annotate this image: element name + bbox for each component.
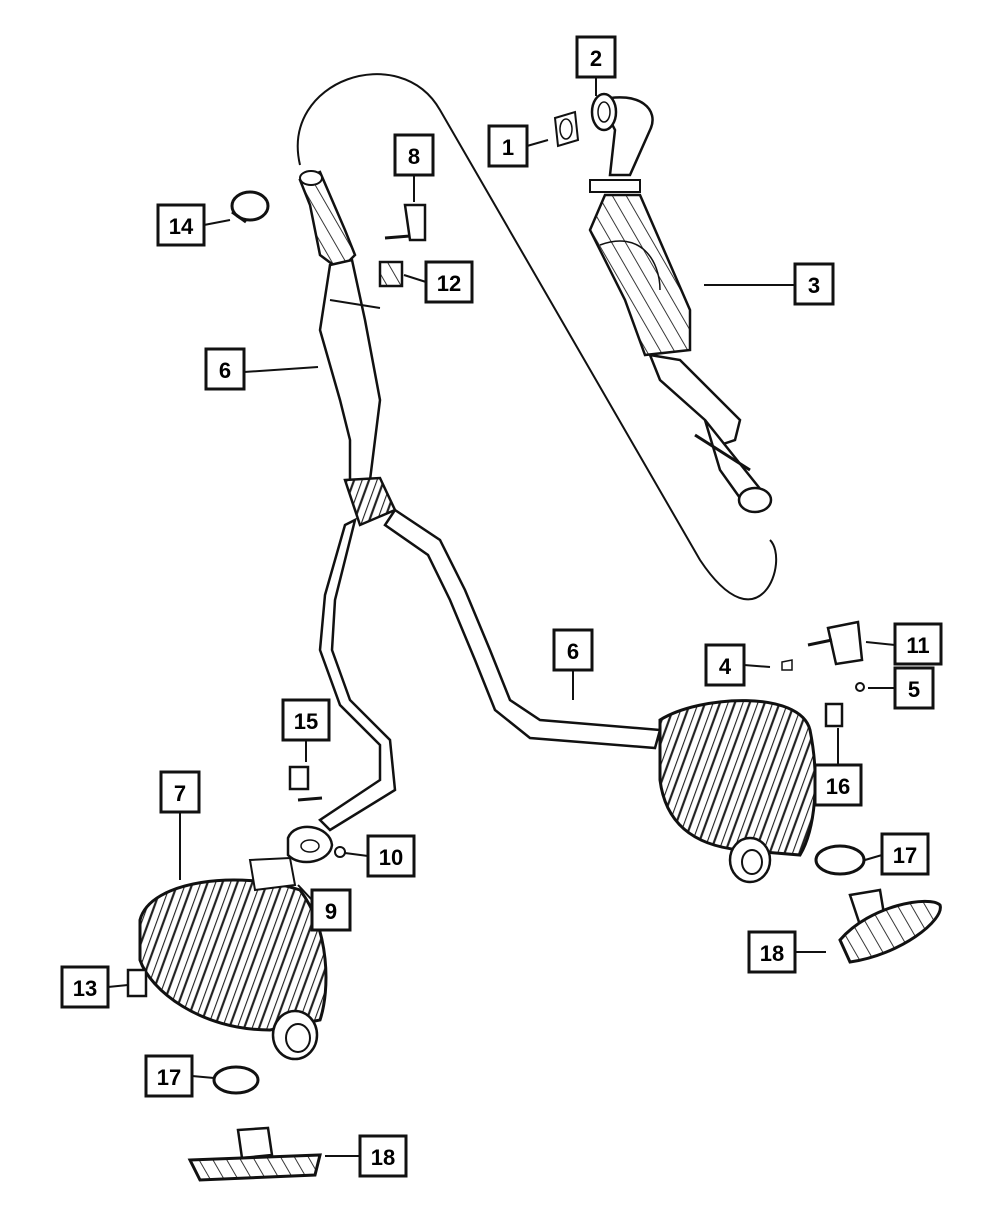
- svg-text:3: 3: [808, 273, 820, 298]
- nut-part-10: [334, 846, 346, 858]
- svg-text:18: 18: [371, 1145, 395, 1170]
- exhaust-tip-part-18-upper: [838, 888, 942, 964]
- callout-9: 9: [310, 888, 352, 932]
- callout-1: 1: [487, 124, 529, 168]
- svg-text:10: 10: [379, 845, 403, 870]
- gasket-part-1: [553, 110, 580, 148]
- leader-lines: [107, 77, 896, 1157]
- svg-text:18: 18: [760, 941, 784, 966]
- callout-12: 12: [424, 260, 474, 304]
- svg-text:9: 9: [325, 899, 337, 924]
- callout-8: 8: [393, 133, 435, 177]
- bracket-part-8: [384, 203, 427, 242]
- callout-5: 5: [893, 666, 935, 710]
- svg-text:17: 17: [893, 843, 917, 868]
- callout-6-upper: 6: [204, 347, 246, 391]
- callout-15: 15: [281, 698, 331, 742]
- callout-4: 4: [704, 643, 746, 687]
- svg-text:6: 6: [219, 358, 231, 383]
- muffler-part-7: [138, 856, 328, 1061]
- callout-17-lower: 17: [144, 1054, 194, 1098]
- callout-16: 16: [813, 763, 863, 807]
- isolator-part-13: [126, 968, 148, 998]
- svg-text:14: 14: [169, 214, 194, 239]
- muffler-right: [658, 699, 817, 884]
- svg-text:7: 7: [174, 781, 186, 806]
- nut-part-5: [855, 682, 865, 692]
- callout-14: 14: [156, 203, 206, 247]
- callout-17-upper: 17: [880, 832, 930, 876]
- callout-11: 11: [893, 622, 943, 666]
- assembly-loop-line: [296, 73, 778, 601]
- exhaust-tip-part-18-lower: [187, 1126, 322, 1182]
- svg-text:17: 17: [157, 1065, 181, 1090]
- clamp-part-14: [230, 190, 270, 224]
- clamp-part-17-lower: [212, 1065, 260, 1095]
- callout-7: 7: [159, 770, 201, 814]
- bolt-part-4: [781, 659, 793, 671]
- isolator-part-12: [378, 260, 404, 288]
- svg-text:4: 4: [719, 654, 732, 679]
- svg-text:1: 1: [502, 135, 514, 160]
- clamp-part-17-upper: [814, 844, 866, 876]
- catalytic-converter-part-3: [588, 92, 773, 514]
- isolator-part-16: [824, 702, 844, 728]
- callout-6-lower: 6: [552, 628, 594, 672]
- isolator-part-15: [288, 765, 323, 802]
- svg-text:6: 6: [567, 639, 579, 664]
- callout-18-upper: 18: [747, 930, 797, 974]
- svg-text:15: 15: [294, 709, 318, 734]
- callout-2: 2: [575, 35, 617, 79]
- callout-13: 13: [60, 965, 110, 1009]
- svg-text:12: 12: [437, 271, 461, 296]
- svg-text:11: 11: [906, 633, 929, 658]
- callout-10: 10: [366, 834, 416, 878]
- svg-text:16: 16: [826, 774, 850, 799]
- svg-text:5: 5: [908, 677, 920, 702]
- callout-18-lower: 18: [358, 1134, 408, 1178]
- exhaust-pipe-part-6: [298, 170, 662, 832]
- callout-3: 3: [793, 262, 835, 306]
- svg-text:13: 13: [73, 976, 97, 1001]
- hanger-part-11: [807, 620, 864, 666]
- flange-part-9: [286, 825, 334, 864]
- svg-text:2: 2: [590, 46, 602, 71]
- svg-text:8: 8: [408, 144, 420, 169]
